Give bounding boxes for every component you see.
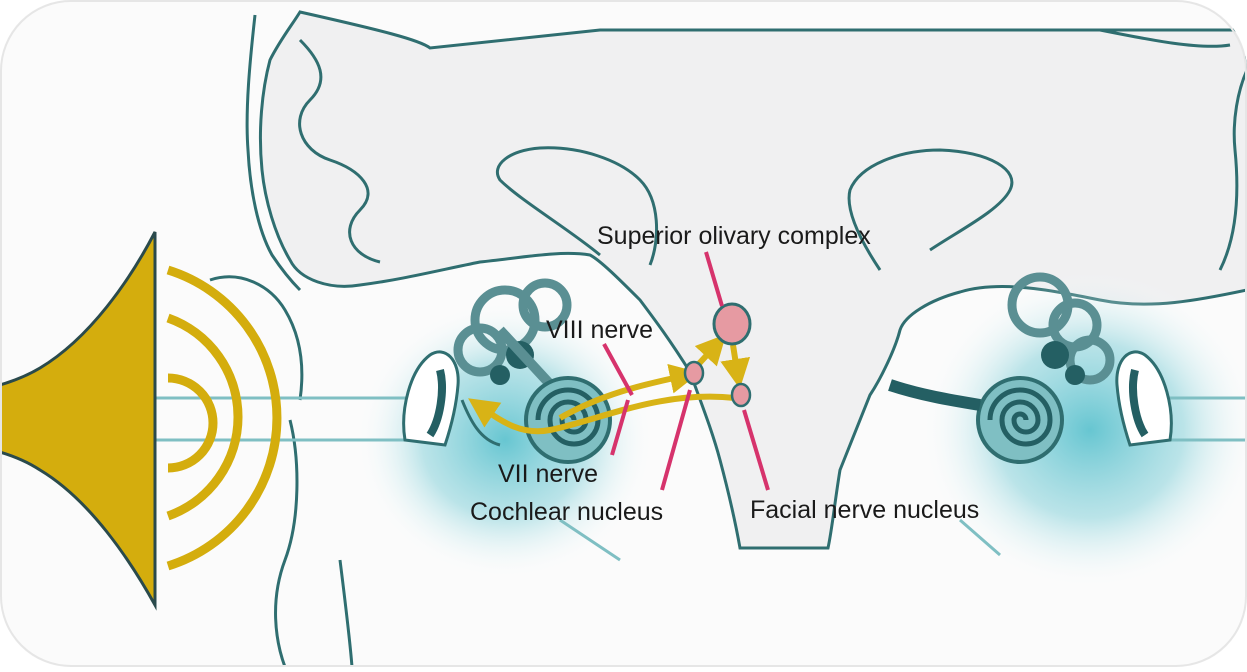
cochlea-icon bbox=[978, 378, 1062, 462]
cochlear-nucleus-node bbox=[685, 362, 703, 384]
facial-nerve-nucleus-node bbox=[732, 384, 750, 406]
label-viii-nerve: VIII nerve bbox=[546, 316, 653, 344]
label-cochlear-nucleus: Cochlear nucleus bbox=[470, 498, 663, 526]
label-superior-olivary-complex: Superior olivary complex bbox=[597, 222, 871, 250]
superior-olivary-complex-node bbox=[714, 304, 750, 344]
label-facial-nerve-nucleus: Facial nerve nucleus bbox=[750, 496, 979, 524]
label-vii-nerve: VII nerve bbox=[498, 460, 598, 488]
right-ear-glow bbox=[920, 270, 1247, 590]
